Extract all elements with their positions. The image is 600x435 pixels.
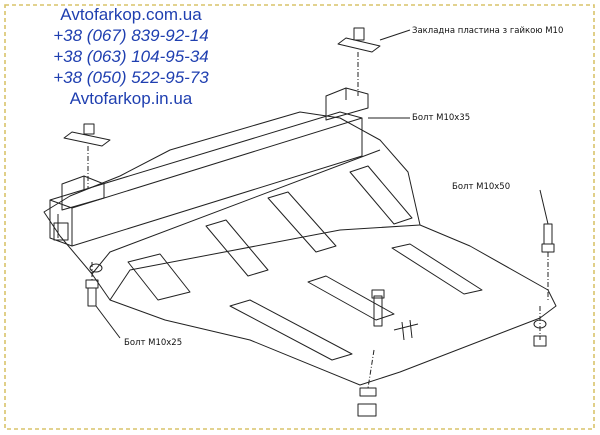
plate-nut-top bbox=[337, 27, 381, 53]
left-bracket bbox=[61, 175, 105, 211]
dashed-frame bbox=[4, 4, 595, 430]
site-name-bottom[interactable]: Avtofarkop.in.ua bbox=[69, 89, 193, 108]
bolt-m10x50 bbox=[541, 223, 555, 253]
leader-m10x50 bbox=[539, 189, 549, 225]
leader-m10x25 bbox=[95, 305, 121, 339]
skid-plate bbox=[43, 111, 557, 386]
crossmember bbox=[49, 111, 363, 247]
site-name-top[interactable]: Avtofarkop.com.ua bbox=[60, 5, 202, 24]
plate-bend-line-2 bbox=[109, 224, 421, 301]
callout-bolt-m10x25: Болт М10х25 bbox=[124, 338, 183, 348]
phone-3[interactable]: +38 (050) 522-95-73 bbox=[53, 68, 209, 87]
washer-left bbox=[89, 263, 103, 273]
header-block: Avtofarkop.com.ua +38 (067) 839-92-14 +3… bbox=[0, 4, 262, 109]
callout-plate-nut: Закладна пластина з гайкою М10 bbox=[412, 26, 564, 36]
phone-1[interactable]: +38 (067) 839-92-14 bbox=[53, 26, 209, 45]
bolt-m10x25 bbox=[85, 279, 99, 307]
nut-bottom bbox=[357, 387, 377, 417]
bolt-middle bbox=[371, 289, 385, 327]
callout-bolt-m10x50: Болт М10х50 bbox=[452, 182, 511, 192]
leader-plate-nut bbox=[379, 29, 411, 41]
stamp-mark bbox=[393, 319, 419, 341]
right-bracket bbox=[325, 87, 369, 121]
plate-ribs bbox=[127, 165, 483, 361]
callout-bolt-m10x35: Болт М10х35 bbox=[412, 113, 471, 123]
plate-nut-left bbox=[63, 123, 111, 147]
plate-bend-line bbox=[91, 149, 381, 275]
phone-2[interactable]: +38 (063) 104-95-34 bbox=[53, 47, 209, 66]
axis-line-middle bbox=[367, 349, 375, 389]
